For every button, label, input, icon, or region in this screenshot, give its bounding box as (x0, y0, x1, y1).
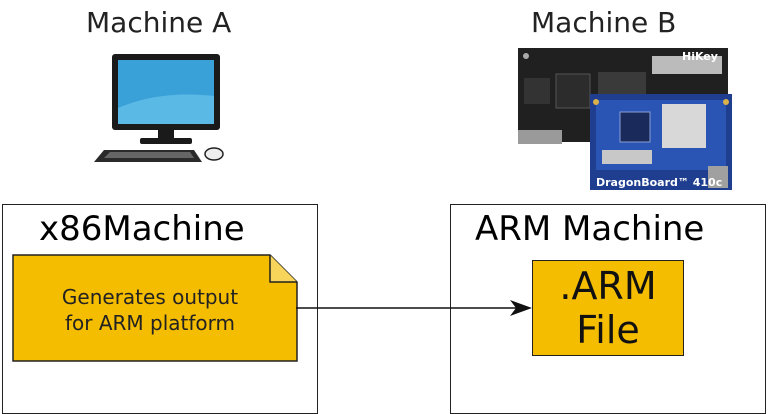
svg-text:HiKey: HiKey (682, 50, 718, 63)
output-note-line-2: for ARM platform (64, 311, 236, 335)
output-note-line-1: Generates output (61, 285, 239, 309)
arm-file-line-2: File (576, 308, 640, 352)
desktop-computer-icon (94, 54, 224, 162)
transfer-arrow (296, 300, 532, 316)
arm-file-line-1: .ARM (559, 264, 657, 308)
output-note-text: Generates output for ARM platform (12, 284, 288, 336)
arm-boards-image: HiKey DragonBoard™ 410c (518, 48, 732, 190)
output-note-shape (12, 254, 298, 362)
x86-machine-label: x86Machine (39, 209, 245, 249)
dragonboard-icon: DragonBoard™ 410c (590, 94, 732, 190)
arm-machine-label: ARM Machine (475, 209, 705, 249)
machine-b-title: Machine B (531, 6, 677, 39)
arm-file-box: .ARM File (532, 260, 684, 356)
svg-text:DragonBoard™ 410c: DragonBoard™ 410c (596, 176, 722, 189)
machine-a-title: Machine A (86, 6, 232, 39)
